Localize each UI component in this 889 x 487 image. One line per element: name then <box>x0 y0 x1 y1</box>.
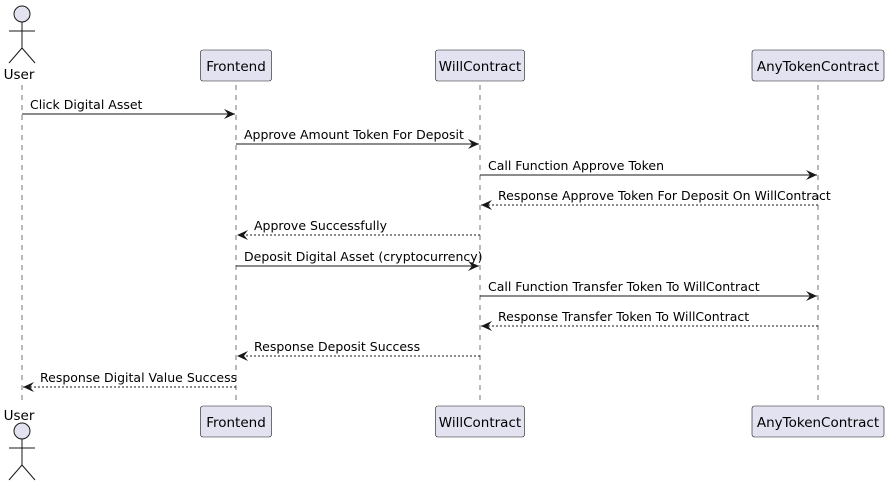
participant-box <box>751 405 885 438</box>
participant-box <box>751 49 885 82</box>
participants-top: User Frontend WillContract AnyTokenContract <box>4 5 885 83</box>
message-10: Response Digital Value Success <box>23 370 237 392</box>
message-label: Call Function Approve Token <box>488 158 664 173</box>
participant-anytoken-top: AnyTokenContract <box>751 49 885 82</box>
participant-frontend-top: Frontend <box>200 49 272 82</box>
participant-box <box>435 49 525 82</box>
participant-label: Frontend <box>206 59 266 75</box>
participant-label: WillContract <box>439 415 521 431</box>
actor-user-bottom: User <box>4 408 36 481</box>
participant-box <box>200 405 272 438</box>
actor-figure-icon <box>8 422 36 481</box>
message-label: Call Function Transfer Token To WillCont… <box>488 279 760 294</box>
participant-label: WillContract <box>439 59 521 75</box>
message-1: Click Digital Asset <box>22 97 235 119</box>
message-label: Click Digital Asset <box>30 97 143 112</box>
message-9: Response Deposit Success <box>237 339 480 361</box>
actor-user-top: User <box>4 5 36 83</box>
participants-bottom: User Frontend WillContract AnyTokenContract <box>4 405 885 481</box>
participant-anytoken-bottom: AnyTokenContract <box>751 405 885 438</box>
message-label: Deposit Digital Asset (cryptocurrency) <box>244 249 483 264</box>
message-6: Deposit Digital Asset (cryptocurrency) <box>236 249 483 271</box>
participant-frontend-bottom: Frontend <box>200 405 272 438</box>
participant-label: AnyTokenContract <box>757 415 879 431</box>
participant-label: Frontend <box>206 415 266 431</box>
participant-box <box>200 49 272 82</box>
message-label: Approve Successfully <box>254 218 388 233</box>
message-3: Call Function Approve Token <box>480 158 817 180</box>
message-label: Approve Amount Token For Deposit <box>244 127 464 142</box>
message-4: Response Approve Token For Deposit On Wi… <box>481 188 831 210</box>
actor-figure-icon <box>8 5 36 64</box>
message-label: Response Approve Token For Deposit On Wi… <box>498 188 831 203</box>
message-2: Approve Amount Token For Deposit <box>236 127 479 149</box>
message-label: Response Transfer Token To WillContract <box>498 309 749 324</box>
message-label: Response Digital Value Success <box>40 370 237 385</box>
actor-label: User <box>4 408 35 424</box>
participant-willcontract-bottom: WillContract <box>435 405 525 438</box>
participant-box <box>435 405 525 438</box>
lifelines <box>21 85 819 404</box>
participant-willcontract-top: WillContract <box>435 49 525 82</box>
message-label: Response Deposit Success <box>254 339 420 354</box>
message-7: Call Function Transfer Token To WillCont… <box>480 279 817 301</box>
participant-label: AnyTokenContract <box>757 59 879 75</box>
message-5: Approve Successfully <box>237 218 480 240</box>
message-8: Response Transfer Token To WillContract <box>481 309 818 331</box>
actor-label: User <box>4 67 35 83</box>
